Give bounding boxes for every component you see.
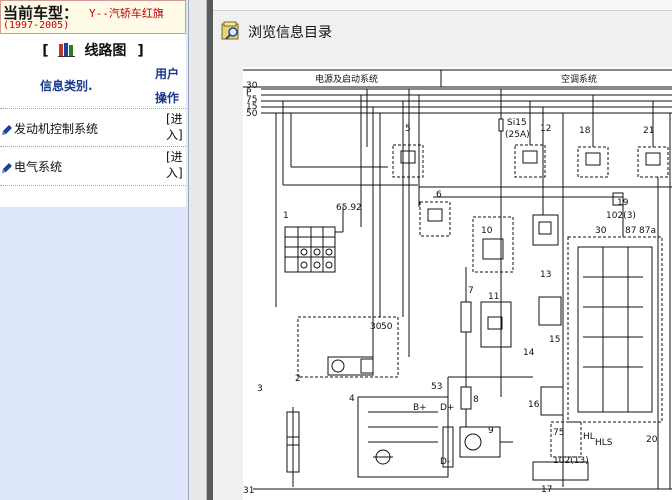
component-label-21: 21: [643, 126, 654, 136]
component-label-12: 12: [540, 124, 551, 134]
terminal-87: 87: [625, 226, 636, 236]
component-label-19: 19: [617, 198, 629, 208]
frame-splitter[interactable]: [207, 0, 213, 500]
rail-label-30: 30: [246, 81, 258, 91]
component-label-16: 16: [528, 400, 540, 410]
section-bracket-close: ]: [137, 43, 144, 59]
terminal-hls: HLS: [595, 438, 613, 448]
ref-53: 53: [431, 382, 442, 392]
section-title: [ 线路图 ]: [0, 40, 186, 60]
ref-102-3: 102(3): [606, 211, 636, 221]
browse-icon[interactable]: [221, 21, 241, 41]
component-label-11: 11: [488, 292, 499, 302]
component-label-20: 20: [646, 435, 658, 445]
component-label-9: 9: [488, 426, 494, 436]
terminal-30: 30: [370, 322, 382, 332]
pencil-icon: [1, 159, 13, 173]
terminal-d-minus: D-: [440, 457, 450, 467]
rail-label-p: P: [246, 88, 252, 98]
component-label-13: 13: [540, 270, 551, 280]
category-list: [ 线路图 ] 信息类别. 用户 操作 发动机控制系统 [进 入]: [0, 34, 186, 207]
book-icon: [57, 42, 76, 57]
enter-link[interactable]: [进: [166, 150, 183, 164]
ref-65-92: 65.92: [336, 203, 362, 213]
section-bracket-open: [: [42, 43, 49, 59]
enter-link-close[interactable]: 入]: [166, 166, 183, 180]
left-scroll-gutter: [189, 0, 207, 500]
diagram-section-power: 电源及启动系统: [315, 73, 378, 85]
fuse-name: Si15: [507, 118, 527, 128]
diagram-section-ac: 空调系统: [561, 73, 597, 85]
list-item-label[interactable]: 电气系统: [14, 160, 63, 174]
list-item-label[interactable]: 发动机控制系统: [14, 122, 99, 136]
fuse-rating: (25A): [505, 130, 530, 140]
list-item-engine-control[interactable]: 发动机控制系统 [进 入]: [0, 108, 186, 147]
rail-label-50: 50: [246, 109, 258, 119]
component-label-14: 14: [523, 348, 535, 358]
rail-label-75: 75: [246, 95, 257, 105]
current-vehicle-box: 当前车型： Y--汽轿车红旗 (1997-2005): [0, 0, 186, 34]
rail-label-31: 31: [243, 486, 254, 496]
enter-link-close[interactable]: 入]: [166, 128, 183, 142]
current-vehicle-name: Y--汽轿车红旗: [89, 7, 164, 20]
column-header-operation: 操作: [155, 91, 180, 105]
terminal-hl: HL: [583, 432, 595, 442]
ref-102-13: 102(13): [553, 456, 589, 466]
terminal-30b: 30: [595, 226, 607, 236]
component-label-3: 3: [257, 384, 263, 394]
list-item-electrical[interactable]: 电气系统 [进 入]: [0, 146, 186, 186]
component-label-5: 5: [405, 124, 411, 134]
rail-label-15: 15: [246, 102, 257, 112]
component-label-1: 1: [283, 211, 289, 221]
component-label-17: 17: [541, 485, 552, 495]
column-header-category: 信息类别.: [40, 79, 93, 93]
terminal-d-plus: D+: [440, 403, 454, 413]
wiring-diagram: 电源及启动系统 空调系统 30 P 75 15 50 31 Si15 (25A)…: [243, 67, 672, 500]
current-vehicle-years: (1997-2005): [3, 20, 70, 31]
terminal-b-plus: B+: [413, 403, 427, 413]
toolbar-title: 浏览信息目录: [248, 25, 332, 41]
content-top-strip: [213, 0, 672, 11]
terminal-50: 50: [381, 322, 393, 332]
left-panel: 当前车型： Y--汽轿车红旗 (1997-2005) [ 线路图 ] 信息类别.…: [0, 0, 189, 500]
terminal-75: 75: [553, 428, 564, 438]
current-vehicle-label: 当前车型：: [3, 4, 79, 22]
enter-link[interactable]: [进: [166, 112, 183, 126]
pencil-icon: [1, 121, 13, 135]
section-title-text: 线路图: [84, 43, 127, 59]
component-label-8: 8: [473, 395, 479, 405]
component-label-2: 2: [295, 374, 301, 384]
content-panel: 浏览信息目录: [213, 0, 672, 500]
component-label-4: 4: [349, 394, 355, 404]
component-label-10: 10: [481, 226, 493, 236]
component-label-6: 6: [436, 190, 442, 200]
component-label-18: 18: [579, 126, 591, 136]
wiring-diagram-canvas: 电源及启动系统 空调系统 30 P 75 15 50 31 Si15 (25A)…: [243, 69, 672, 496]
component-label-7: 7: [468, 286, 474, 296]
terminal-87a: 87a: [639, 226, 656, 236]
component-label-15: 15: [549, 335, 560, 345]
column-header-user: 用户: [155, 67, 180, 81]
content-toolbar: 浏览信息目录: [213, 12, 672, 54]
